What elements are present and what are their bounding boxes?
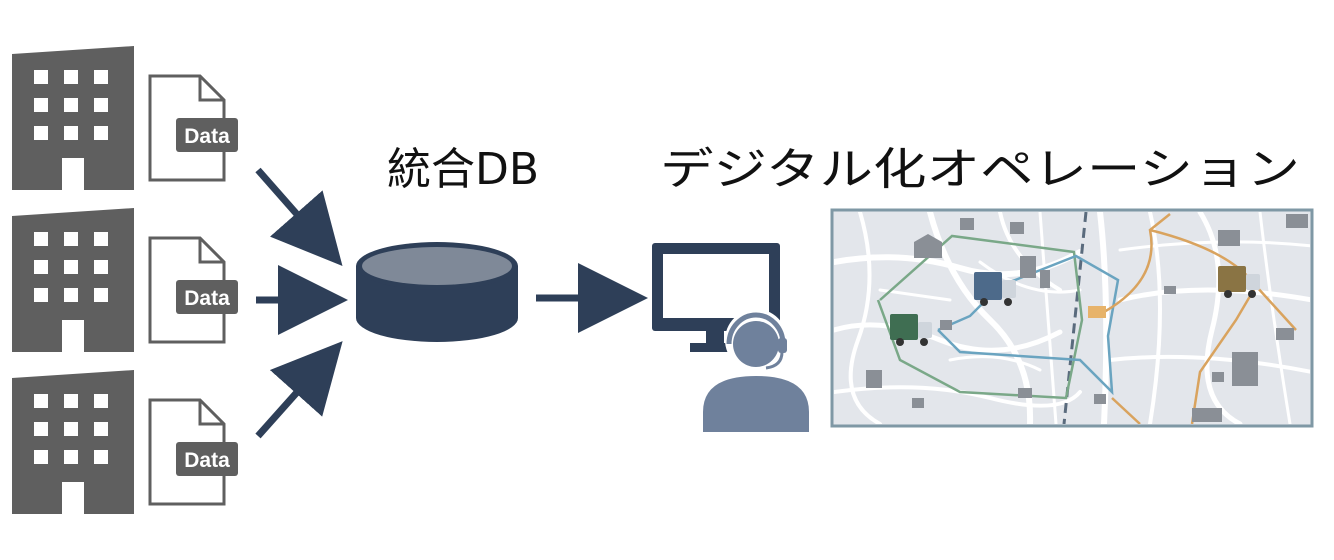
database-cylinder-icon	[356, 242, 518, 342]
data-document-icon: Data	[148, 74, 238, 182]
delivery-truck-icon	[890, 314, 932, 346]
office-building-icon	[12, 370, 134, 514]
data-document-icon: Data	[148, 236, 238, 344]
headset-operator-icon	[703, 309, 809, 432]
monitor-icon	[652, 243, 780, 352]
data-source-1: Data	[12, 46, 238, 190]
data-tag	[176, 280, 238, 314]
data-source-3: Data	[12, 370, 238, 514]
data-source-2: Data	[12, 208, 238, 352]
arrows-to-db	[255, 167, 348, 439]
database-label: 統合DB	[387, 144, 539, 195]
data-tag-label: Data	[184, 449, 230, 472]
data-tag	[176, 442, 238, 476]
delivery-truck-icon	[1218, 266, 1260, 298]
data-tag	[176, 118, 238, 152]
arrow-source-1-to-db	[255, 167, 343, 267]
arrow-source-3-to-db	[255, 341, 343, 439]
data-tag-label: Data	[184, 125, 230, 148]
office-building-icon	[12, 208, 134, 352]
delivery-truck-icon	[974, 272, 1016, 306]
data-document-icon: Data	[148, 398, 238, 506]
office-building-icon	[12, 46, 134, 190]
city-map-icon	[830, 208, 1314, 428]
operation-label: デジタル化オペレーション	[660, 144, 1300, 195]
data-tag-label: Data	[184, 287, 230, 310]
